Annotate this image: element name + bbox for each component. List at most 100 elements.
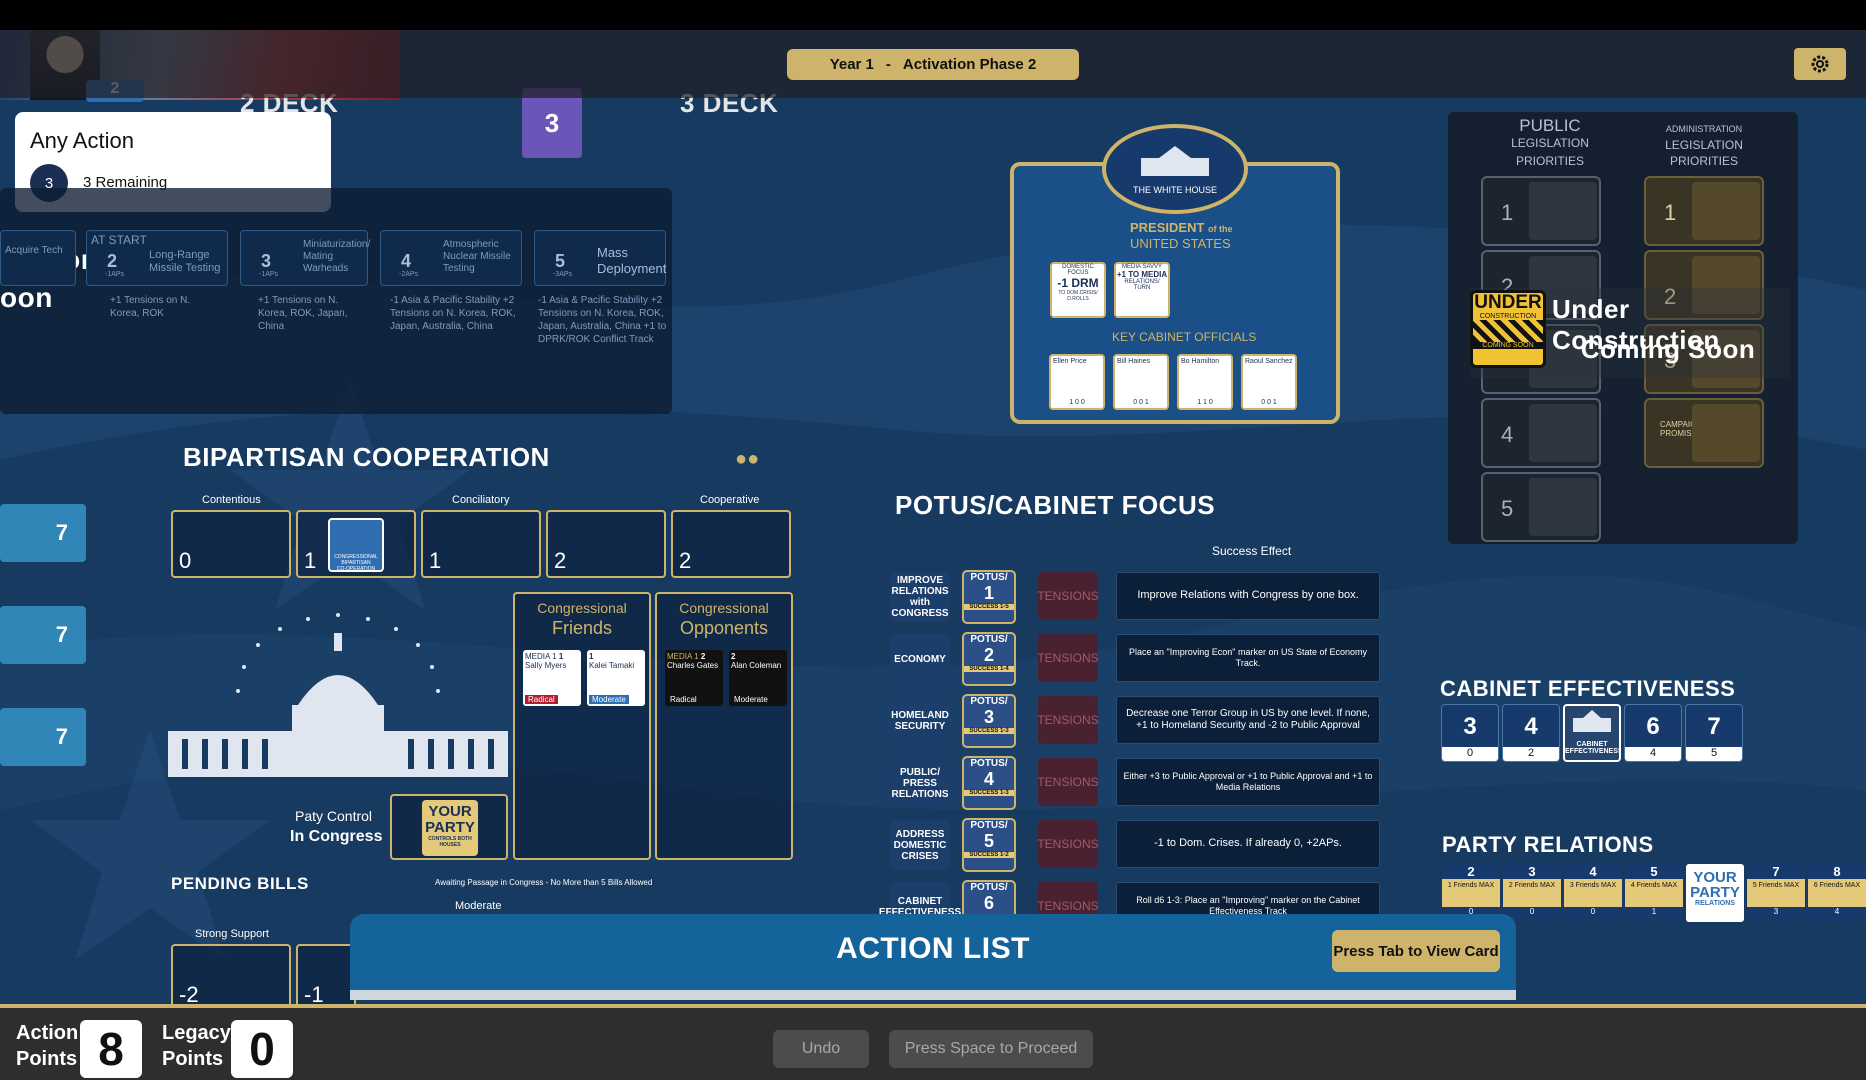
capitol-building-icon — [168, 613, 508, 777]
elephant-donkey-icon: ●● — [735, 448, 760, 470]
public-slot-4[interactable]: 4 — [1481, 398, 1601, 468]
pending-bills-title: PENDING BILLS — [171, 874, 309, 893]
admin-slot-2[interactable]: 2 — [1644, 250, 1764, 320]
construction-left-text-2: oon — [0, 282, 53, 313]
game-board: 2 DECK 3 DECK 2 3 Year 1 - Activation Ph… — [0, 30, 1866, 1080]
bipartisan-title: BIPARTISAN COOPERATION — [183, 442, 550, 472]
legacy-points-value: 0 — [231, 1020, 293, 1078]
tensions-box-3[interactable]: TENSIONS — [1037, 696, 1099, 744]
party-control-box[interactable]: YOUR PARTY CONTROLS BOTH HOUSES — [390, 794, 508, 860]
party-control-label-2: In Congress — [290, 828, 383, 845]
pending-box-1[interactable]: -1 — [296, 944, 356, 1014]
admin-head-2: LEGISLATION — [1665, 138, 1743, 152]
proceed-button[interactable]: Press Space to Proceed — [889, 1030, 1093, 1068]
phase-separator: - — [885, 56, 891, 73]
track-card-4: 5 -3APs Mass Deployment — [534, 230, 666, 286]
left-track-box-3: 7 — [0, 708, 86, 766]
track-desc-3: -1 Asia & Pacific Stability +2 Tensions … — [390, 295, 516, 332]
public-head-2: LEGISLATION — [1511, 136, 1589, 150]
friend-card-1[interactable]: MEDIA 1 1 Sally Myers Radical — [523, 650, 581, 706]
trait-domestic-focus[interactable]: DOMESTIC FOCUS -1 DRM TO DOM.CRISIS/ D.R… — [1050, 262, 1106, 318]
congressional-opponents-box[interactable]: Congressional Opponents MEDIA 1 2 Charle… — [655, 592, 793, 860]
construction-line-1: Under Construction — [1552, 294, 1720, 355]
trait-media-savvy[interactable]: MEDIA SAVVY +1 TO MEDIA RELATIONS/ TURN — [1114, 262, 1170, 318]
any-action-title: Any Action — [30, 128, 134, 153]
bipartisan-box-3[interactable]: 2 — [546, 510, 666, 578]
cabinet-effectiveness-marker[interactable]: CABINET EFFECTIVENESS — [1563, 704, 1621, 762]
campaign-promise-slot[interactable]: CAMPAIGN PROMISE — [1644, 398, 1764, 468]
settings-button[interactable] — [1794, 48, 1846, 80]
tensions-box-5[interactable]: TENSIONS — [1037, 820, 1099, 868]
white-house-icon — [1141, 146, 1209, 176]
tech-track-panel — [0, 188, 672, 414]
admin-slot-3[interactable]: 3 — [1644, 324, 1764, 394]
undo-button[interactable]: Undo — [773, 1030, 869, 1068]
public-slot-1[interactable]: 1 — [1481, 176, 1601, 246]
admin-head-1: ADMINISTRATION — [1665, 124, 1743, 134]
deck-3-chip[interactable]: 3 — [522, 88, 582, 158]
phase-label: Activation Phase 2 — [902, 56, 1037, 73]
action-list-title: ACTION LIST — [836, 932, 1030, 965]
tensions-box-2[interactable]: TENSIONS — [1037, 634, 1099, 682]
left-track-box-2: 7 — [0, 606, 86, 664]
opponent-card-2[interactable]: 2 Alan Coleman Moderate — [729, 650, 787, 706]
public-slot-5[interactable]: 5 — [1481, 472, 1601, 542]
track-desc-2: +1 Tensions on N. Korea, ROK, Japan, Chi… — [258, 295, 348, 332]
year-label: Year 1 — [829, 56, 874, 73]
party-relations-title: PARTY RELATIONS — [1442, 832, 1654, 857]
bipartisan-box-4[interactable]: 2 — [671, 510, 791, 578]
party-control-label-1: Paty Control — [295, 808, 373, 824]
construction-line-2: Coming Soon — [1580, 334, 1756, 364]
friend-card-2[interactable]: 1 Kalei Tamaki Moderate — [587, 650, 645, 706]
admin-slot-1[interactable]: 1 — [1644, 176, 1764, 246]
bipartisan-marker[interactable]: CONGRESSIONAL BIPARTISAN CO-OPERATION — [328, 518, 384, 572]
bipartisan-box-1[interactable]: 1 CONGRESSIONAL BIPARTISAN CO-OPERATION — [296, 510, 416, 578]
track-card-2: 3 -1APs Miniaturization/ Mating Warheads — [240, 230, 370, 286]
label-cooperative: Cooperative — [700, 494, 760, 506]
admin-head-3: PRIORITIES — [1669, 154, 1738, 168]
tensions-box-4[interactable]: TENSIONS — [1037, 758, 1099, 806]
white-house-seal: THE WHITE HOUSE — [1102, 124, 1248, 214]
gear-icon — [1811, 55, 1829, 73]
action-remaining: 3 Remaining — [83, 174, 168, 191]
your-party-marker[interactable]: YOUR PARTY CONTROLS BOTH HOUSES — [422, 800, 478, 856]
bipartisan-box-0[interactable]: 0 — [171, 510, 291, 578]
under-construction-sign: UNDER CONSTRUCTION COMING SOON — [1470, 290, 1546, 368]
pending-bills-note: Awaiting Passage in Congress - No More t… — [435, 878, 653, 887]
view-card-button[interactable]: Press Tab to View Card — [1332, 930, 1500, 972]
tensions-box-1[interactable]: TENSIONS — [1037, 572, 1099, 620]
opponent-card-1[interactable]: MEDIA 1 2 Charles Gates Radical — [665, 650, 723, 706]
public-head-1: PUBLIC — [1519, 116, 1581, 135]
congressional-friends-box[interactable]: Congressional Friends MEDIA 1 1 Sally My… — [513, 592, 651, 860]
track-card-0: Acquire Tech — [0, 230, 76, 286]
action-points-value: 8 — [80, 1020, 142, 1078]
action-list-drawer[interactable]: ACTION LIST Press Tab to View Card — [350, 914, 1516, 1000]
bipartisan-box-2[interactable]: 1 — [421, 510, 541, 578]
key-cabinet-label: KEY CABINET OFFICIALS — [1112, 330, 1257, 344]
white-house-icon — [1573, 710, 1611, 732]
